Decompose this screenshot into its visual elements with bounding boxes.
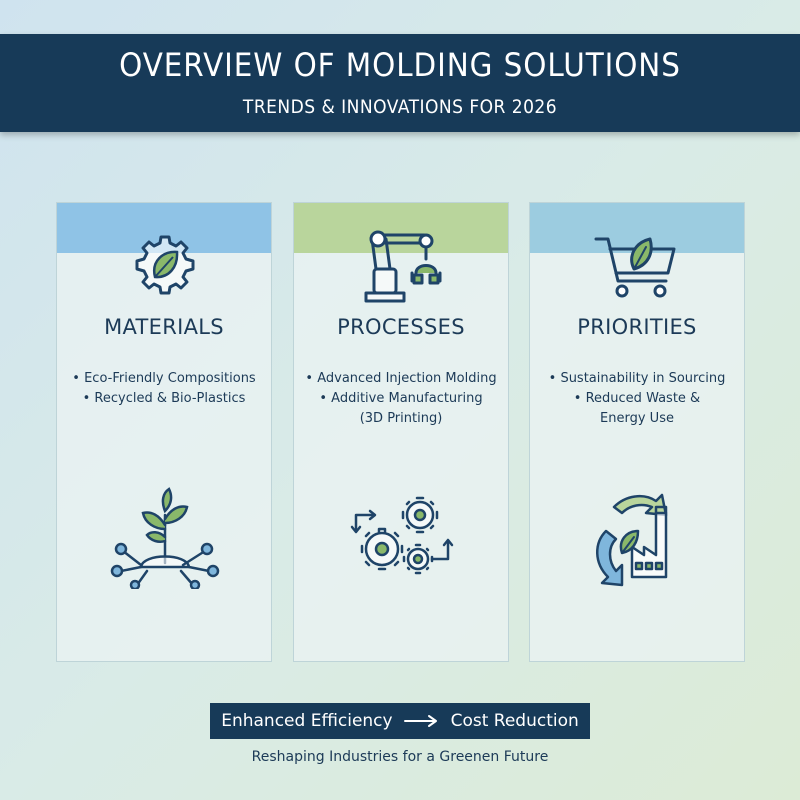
gears-cycle-icon <box>350 496 454 575</box>
card-heading-materials: MATERIALS <box>104 315 224 339</box>
card-band-processes <box>294 203 508 253</box>
robotic-arm-icon <box>364 230 442 303</box>
page-subtitle: TRENDS & INNOVATIONS FOR 2026 <box>242 96 558 118</box>
list-item: (3D Printing) <box>359 411 443 426</box>
shopping-cart-leaf-icon <box>594 237 676 298</box>
list-item: • Reduced Waste & <box>573 391 701 406</box>
list-item: • Additive Manufacturing <box>319 391 483 406</box>
header-banner: OVERVIEW OF MOLDING SOLUTIONS TRENDS & I… <box>0 34 800 132</box>
gear-leaf-icon <box>135 235 195 295</box>
card-materials: MATERIALS • Eco-Friendly Compositions • … <box>56 202 272 662</box>
list-item: • Sustainability in Sourcing <box>548 371 726 386</box>
recycle-factory-icon <box>596 493 668 587</box>
card-heading-processes: PROCESSES <box>337 315 465 339</box>
tagline: Reshaping Industries for a Greenen Futur… <box>251 749 549 765</box>
flow-to-label: Cost Reduction <box>450 711 579 731</box>
card-heading-priorities: PRIORITIES <box>577 315 697 339</box>
card-priorities: PRIORITIES • Sustainability in Sourcing … <box>529 202 745 662</box>
flow-from-label: Enhanced Efficiency <box>221 711 393 731</box>
list-item: • Advanced Injection Molding <box>305 371 497 386</box>
list-item: • Eco-Friendly Compositions <box>72 371 256 386</box>
bullet-list-priorities: • Sustainability in Sourcing • Reduced W… <box>530 369 744 429</box>
sprouting-plant-network-icon <box>110 487 220 589</box>
flow-banner: Enhanced Efficiency Cost Reduction <box>210 703 590 739</box>
right-arrow-icon <box>403 715 437 727</box>
bullet-list-materials: • Eco-Friendly Compositions • Recycled &… <box>57 369 271 409</box>
list-item: Energy Use <box>600 411 674 426</box>
card-processes: PROCESSES • Advanced Injection Molding •… <box>293 202 509 662</box>
bullet-list-processes: • Advanced Injection Molding • Additive … <box>294 369 508 429</box>
list-item: • Recycled & Bio-Plastics <box>82 391 246 406</box>
page-title: OVERVIEW OF MOLDING SOLUTIONS <box>119 46 681 84</box>
